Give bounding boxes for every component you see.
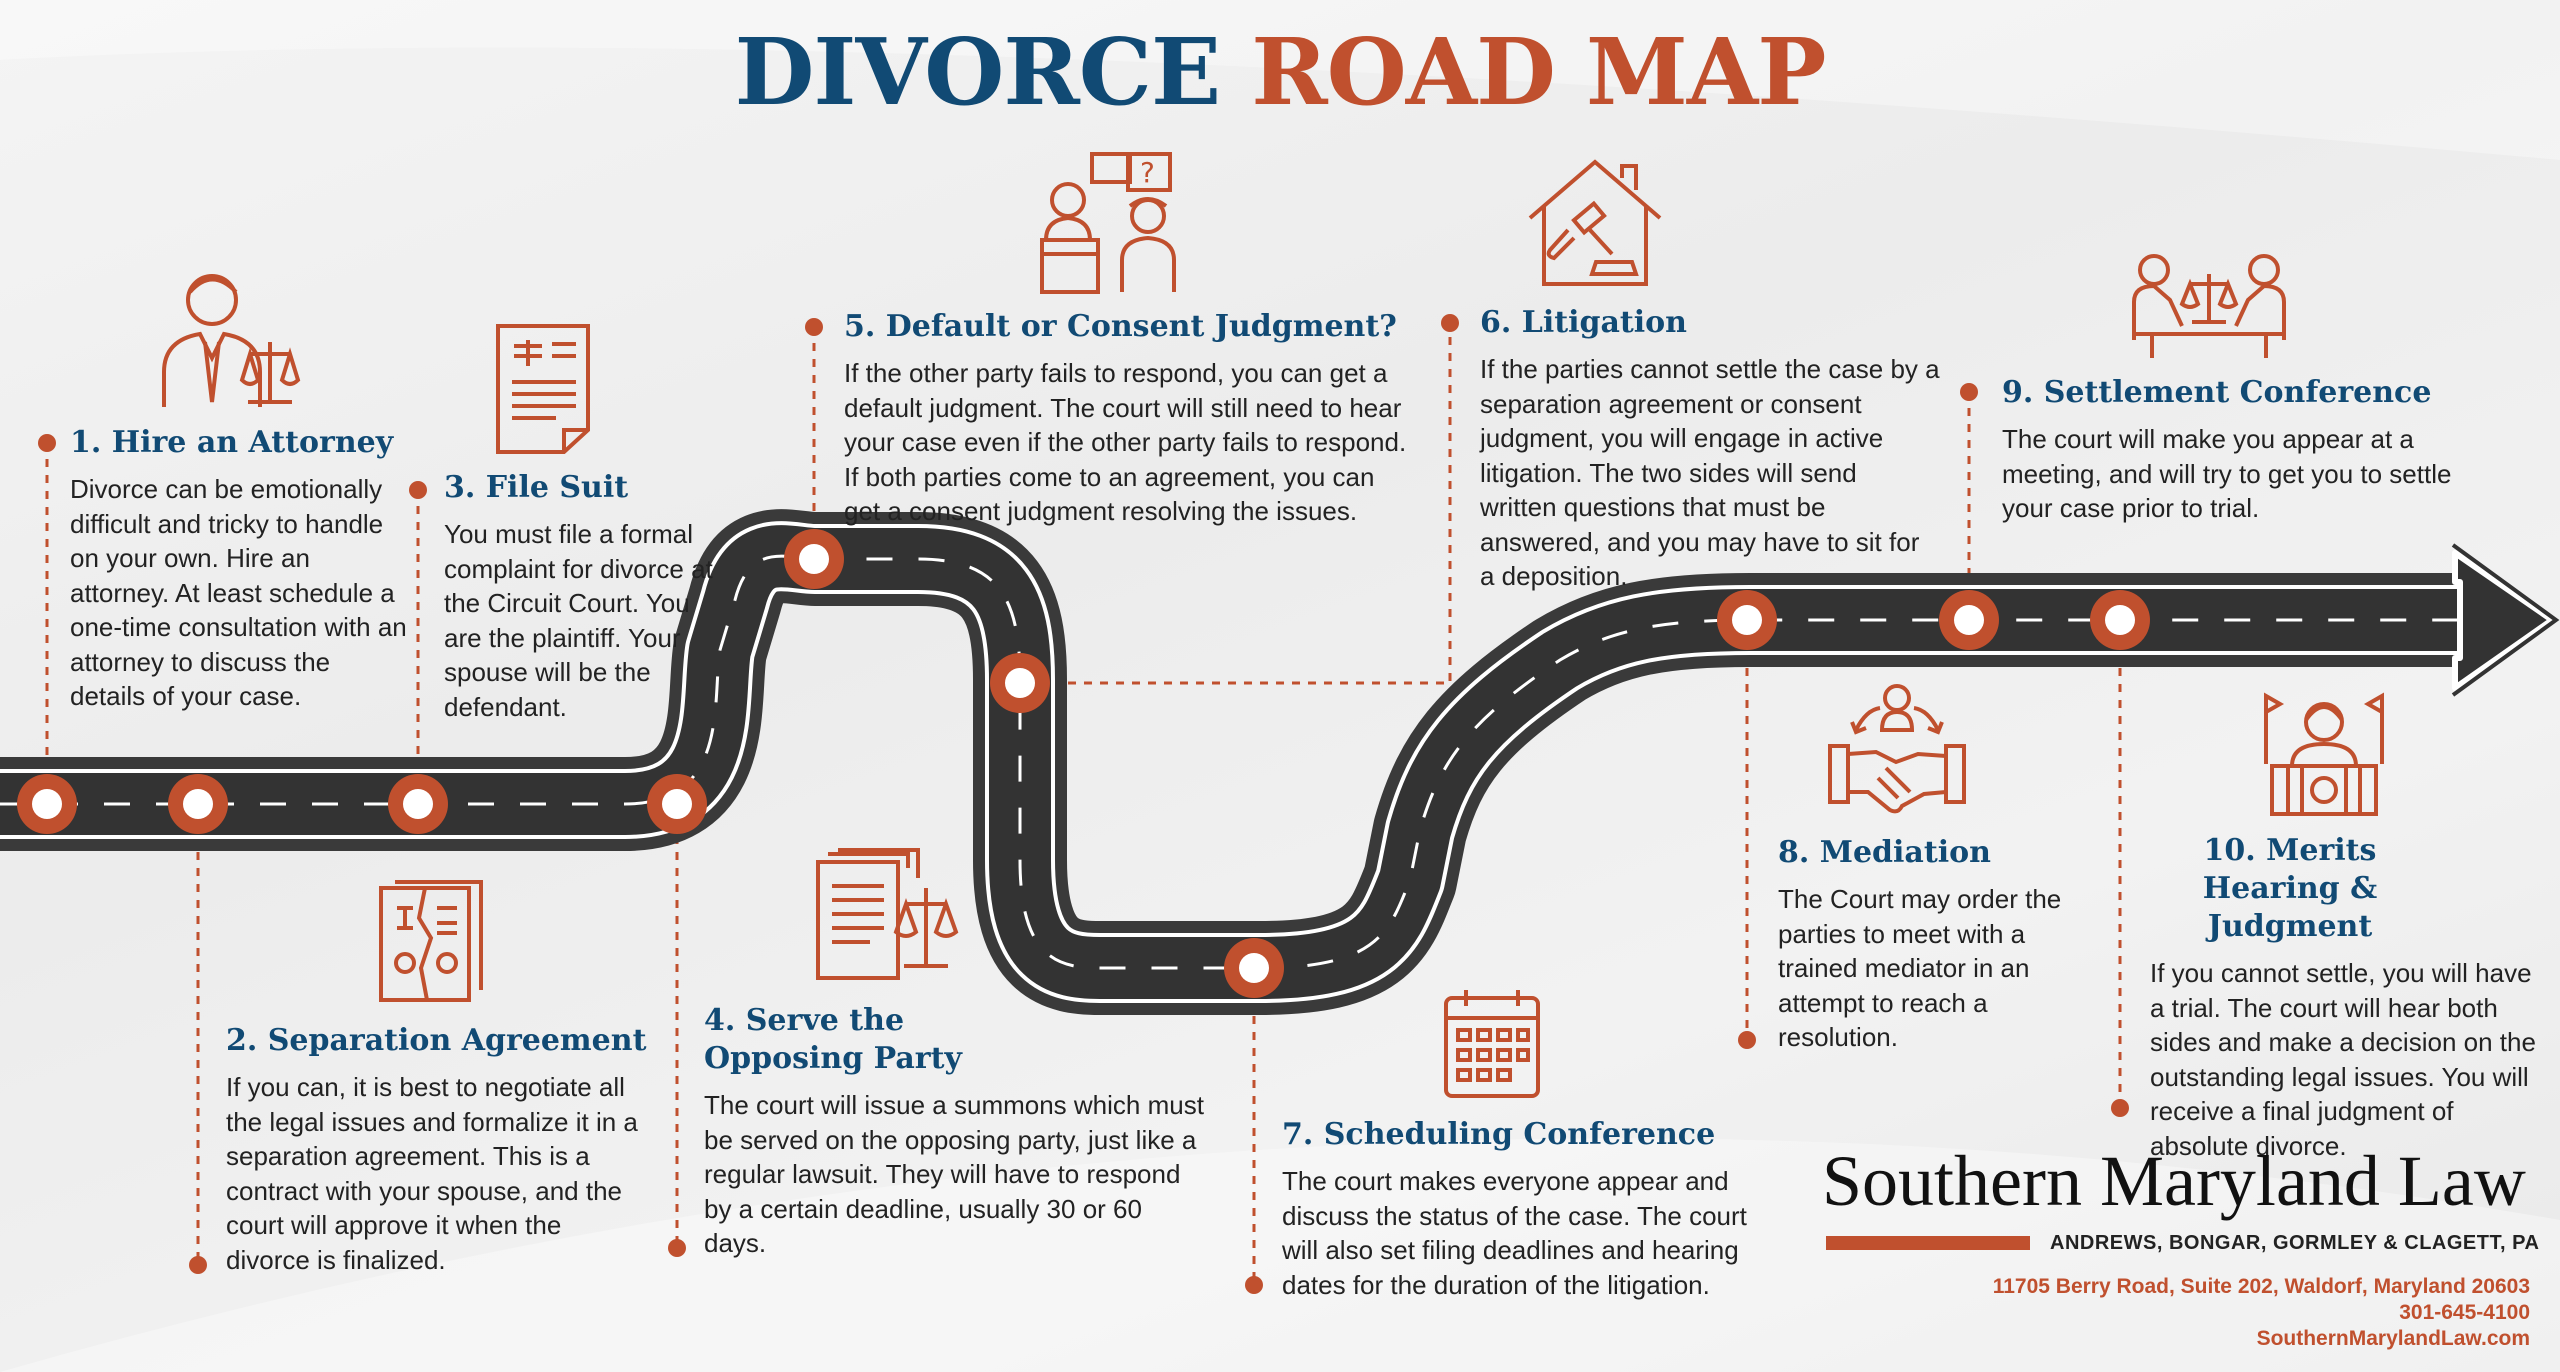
brand-accent-bar bbox=[1826, 1236, 2030, 1250]
step-9: 9. Settlement Conference The court will … bbox=[2002, 374, 2452, 526]
partners-line: ANDREWS, BONGAR, GORMLEY & CLAGETT, PA bbox=[2050, 1232, 2540, 1254]
step-8: 8. Mediation The Court may order the par… bbox=[1778, 834, 2078, 1055]
step-body: The court will make you appear at a meet… bbox=[2002, 424, 2452, 523]
step-body: Divorce can be emotionally difficult and… bbox=[70, 474, 407, 711]
step-7: 7. Scheduling Conference The court makes… bbox=[1282, 1116, 1762, 1302]
website-link[interactable]: SouthernMarylandLaw.com bbox=[2256, 1327, 2530, 1350]
step-heading: 9. Settlement Conference bbox=[2002, 375, 2432, 410]
step-heading: 7. Scheduling Conference bbox=[1282, 1117, 1716, 1152]
page-title: DIVORCE ROAD MAP bbox=[0, 18, 2560, 126]
calendar-icon bbox=[1444, 990, 1540, 1098]
road-arrow-head bbox=[2452, 550, 2555, 691]
step-10: 10. Merits Hearing & Judgment If you can… bbox=[2150, 832, 2540, 1163]
step-1: 1. Hire an Attorney Divorce can be emoti… bbox=[70, 424, 410, 714]
step-4: 4. Serve the Opposing Party The court wi… bbox=[704, 1002, 1204, 1261]
step-heading: 3. File Suit bbox=[444, 470, 629, 505]
step-body: If the parties cannot settle the case by… bbox=[1480, 354, 1940, 591]
step-body: The court makes everyone appear and disc… bbox=[1282, 1166, 1747, 1300]
step-body: The court will issue a summons which mus… bbox=[704, 1090, 1204, 1258]
phone: 301-645-4100 bbox=[2399, 1301, 2530, 1324]
step-body: If you can, it is best to negotiate all … bbox=[226, 1072, 638, 1275]
step-body: If the other party fails to respond, you… bbox=[844, 358, 1407, 526]
step-body: If you cannot settle, you will have a tr… bbox=[2150, 958, 2536, 1161]
milestone-10 bbox=[2090, 590, 2150, 650]
step-body: You must file a formal complaint for div… bbox=[444, 519, 713, 722]
step-heading: 5. Default or Consent Judgment? bbox=[844, 309, 1397, 344]
attorney-icon bbox=[162, 274, 301, 407]
step-heading: 2. Separation Agreement bbox=[226, 1023, 647, 1058]
house-gavel-icon bbox=[1528, 159, 1662, 286]
step-2: 2. Separation Agreement If you can, it i… bbox=[226, 1022, 646, 1277]
address: 11705 Berry Road, Suite 202, Waldorf, Ma… bbox=[1992, 1275, 2530, 1298]
milestone-2 bbox=[168, 774, 228, 834]
step-6: 6. Litigation If the parties cannot sett… bbox=[1480, 304, 1940, 594]
milestone-4 bbox=[647, 774, 707, 834]
connector-end-dots bbox=[38, 314, 2129, 1294]
milestone-9 bbox=[1939, 590, 1999, 650]
dashed-connectors bbox=[45, 323, 2122, 1285]
legal-document-icon bbox=[496, 324, 590, 454]
step-heading: 1. Hire an Attorney bbox=[70, 425, 394, 460]
step-heading: 4. Serve the Opposing Party bbox=[704, 1003, 962, 1076]
svg-text:?: ? bbox=[1140, 156, 1155, 189]
milestone-3 bbox=[388, 774, 448, 834]
milestone-7 bbox=[1224, 938, 1284, 998]
title-part-2: ROAD MAP bbox=[1251, 18, 1826, 126]
step-body: The Court may order the parties to meet … bbox=[1778, 884, 2062, 1052]
summons-papers-icon bbox=[816, 848, 959, 980]
contact-info: 11705 Berry Road, Suite 202, Waldorf, Ma… bbox=[1993, 1274, 2530, 1352]
step-5: 5. Default or Consent Judgment? If the o… bbox=[844, 308, 1416, 529]
brand-name: Southern Maryland Law bbox=[1822, 1141, 2526, 1221]
milestone-5 bbox=[784, 529, 844, 589]
judge-bench-icon bbox=[2264, 692, 2384, 816]
step-heading: 6. Litigation bbox=[1480, 305, 1687, 340]
judge-and-party-icon: ? bbox=[1040, 152, 1176, 294]
step-3: 3. File Suit You must file a formal comp… bbox=[444, 469, 714, 724]
step-heading: 10. Merits Hearing & Judgment bbox=[2202, 833, 2378, 944]
milestones bbox=[17, 529, 2150, 998]
handshake-mediator-icon bbox=[1828, 684, 1966, 814]
title-part-1: DIVORCE bbox=[734, 18, 1222, 126]
separation-document-icon bbox=[379, 880, 483, 1002]
negotiation-table-icon bbox=[2132, 254, 2286, 358]
milestone-6 bbox=[990, 653, 1050, 713]
milestone-8 bbox=[1717, 590, 1777, 650]
step-heading: 8. Mediation bbox=[1778, 835, 1991, 870]
milestone-1 bbox=[17, 774, 77, 834]
road-body bbox=[0, 509, 2460, 1015]
